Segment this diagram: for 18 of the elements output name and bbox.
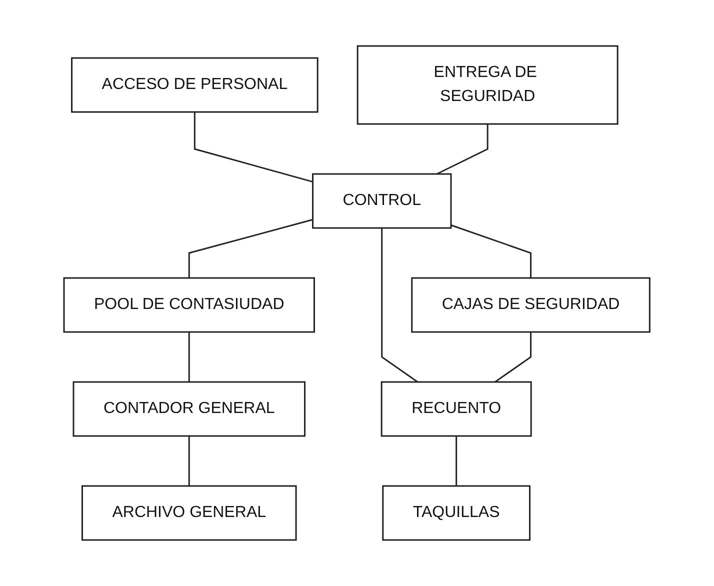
node-box: CONTADOR GENERAL bbox=[72, 381, 306, 437]
node-box: ACCESO DE PERSONAL bbox=[71, 57, 318, 113]
connector bbox=[450, 224, 532, 278]
connector bbox=[494, 332, 532, 383]
node-box: RECUENTO bbox=[381, 381, 532, 437]
connector bbox=[188, 436, 190, 486]
node-box: CONTROL bbox=[312, 173, 452, 229]
connector bbox=[188, 218, 314, 278]
node-box: ENTREGA DE SEGURIDAD bbox=[357, 45, 618, 125]
connector bbox=[436, 124, 488, 175]
connector bbox=[188, 332, 190, 382]
node-box: TAQUILLAS bbox=[382, 485, 531, 541]
node-box: CAJAS DE SEGURIDAD bbox=[411, 277, 651, 333]
node-box: POOL DE CONTASIUDAD bbox=[63, 277, 316, 333]
connector bbox=[381, 228, 418, 383]
connector bbox=[456, 436, 458, 486]
node-box: ARCHIVO GENERAL bbox=[82, 485, 297, 541]
connector bbox=[194, 112, 314, 183]
